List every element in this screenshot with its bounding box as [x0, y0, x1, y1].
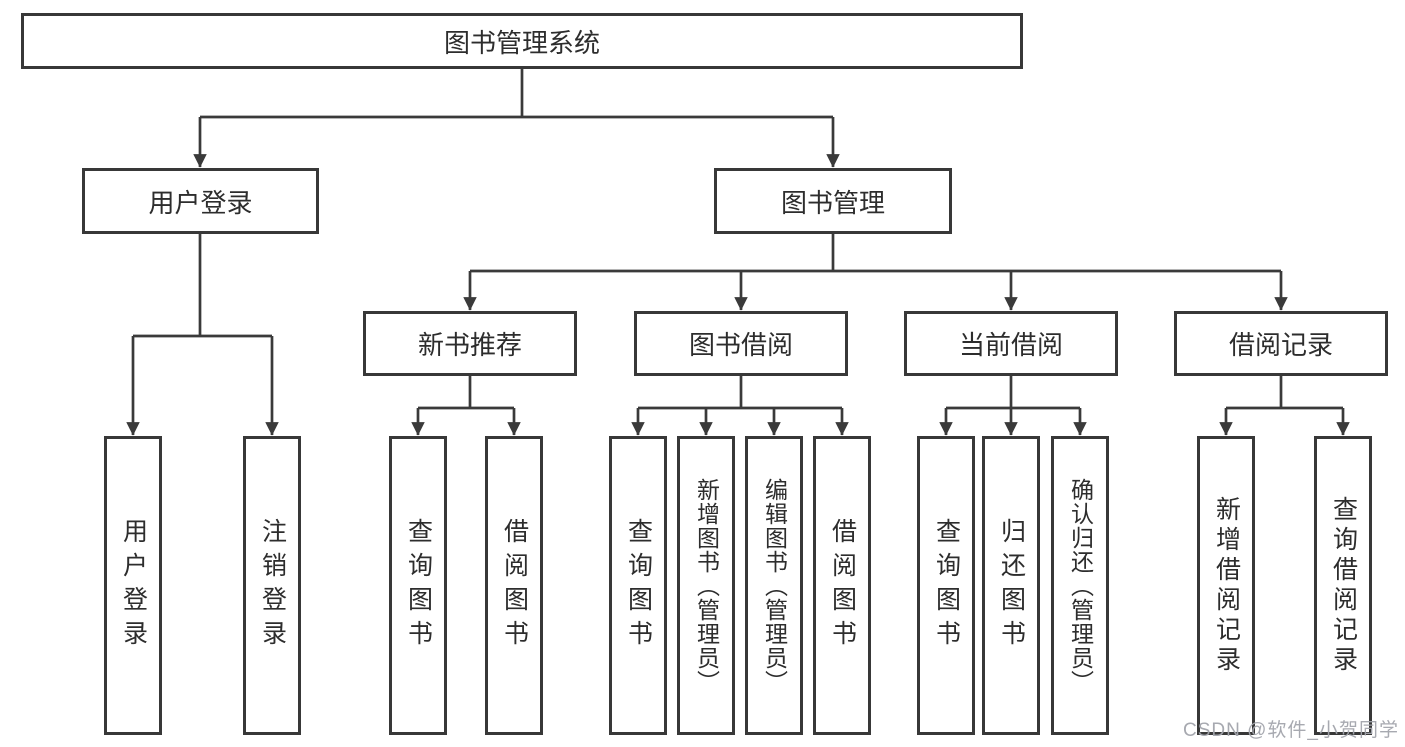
- leaf-return-books-label: 归还图书: [997, 517, 1026, 654]
- leaf-newbook-borrow-books: 借阅图书: [485, 436, 543, 735]
- leaf-newbook-query-books: 查询图书: [389, 436, 447, 735]
- leaf-edit-book-admin: 编辑图书（管理员）: [745, 436, 803, 735]
- leaf-query-borrow-record-label: 查询借阅记录: [1329, 495, 1358, 676]
- leaf-edit-book-admin-label: 编辑图书（管理员）: [761, 477, 788, 694]
- node-borrowing-records-label: 借阅记录: [1228, 330, 1333, 360]
- leaf-add-borrow-record-label: 新增借阅记录: [1212, 495, 1241, 676]
- leaf-confirm-return-admin-label: 确认归还（管理员）: [1067, 477, 1094, 694]
- node-book-management: 图书管理: [714, 168, 952, 234]
- node-borrowing-records: 借阅记录: [1174, 311, 1388, 376]
- watermark: CSDN @软件_小贺同学: [1183, 720, 1399, 741]
- node-new-book-recommendation: 新书推荐: [363, 311, 577, 376]
- leaf-current-query-books: 查询图书: [917, 436, 975, 735]
- leaf-return-books: 归还图书: [982, 436, 1040, 735]
- leaf-add-book-admin-label: 新增图书（管理员）: [693, 477, 720, 694]
- leaf-logout-label: 注销登录: [258, 517, 287, 654]
- node-book-borrowing-label: 图书借阅: [688, 330, 793, 360]
- leaf-current-query-books-label: 查询图书: [932, 517, 961, 654]
- node-user-login-label: 用户登录: [148, 187, 253, 218]
- node-new-book-recommendation-label: 新书推荐: [417, 330, 522, 360]
- leaf-borrowing-query-books-label: 查询图书: [624, 517, 653, 654]
- leaf-add-book-admin: 新增图书（管理员）: [677, 436, 735, 735]
- node-root-label: 图书管理系统: [443, 27, 600, 58]
- leaf-confirm-return-admin: 确认归还（管理员）: [1051, 436, 1109, 735]
- leaf-newbook-borrow-books-label: 借阅图书: [500, 517, 529, 654]
- node-root: 图书管理系统: [21, 13, 1023, 69]
- leaf-newbook-query-books-label: 查询图书: [404, 517, 433, 654]
- node-book-management-label: 图书管理: [780, 187, 885, 218]
- leaf-logout: 注销登录: [243, 436, 301, 735]
- leaf-add-borrow-record: 新增借阅记录: [1197, 436, 1255, 735]
- leaf-user-login-label: 用户登录: [119, 517, 148, 654]
- node-current-borrowing: 当前借阅: [904, 311, 1118, 376]
- node-book-borrowing: 图书借阅: [634, 311, 848, 376]
- leaf-user-login: 用户登录: [104, 436, 162, 735]
- leaf-borrowing-borrow-books-label: 借阅图书: [828, 517, 857, 654]
- node-current-borrowing-label: 当前借阅: [958, 330, 1063, 360]
- leaf-query-borrow-record: 查询借阅记录: [1314, 436, 1372, 735]
- leaf-borrowing-query-books: 查询图书: [609, 436, 667, 735]
- leaf-borrowing-borrow-books: 借阅图书: [813, 436, 871, 735]
- node-user-login: 用户登录: [82, 168, 319, 234]
